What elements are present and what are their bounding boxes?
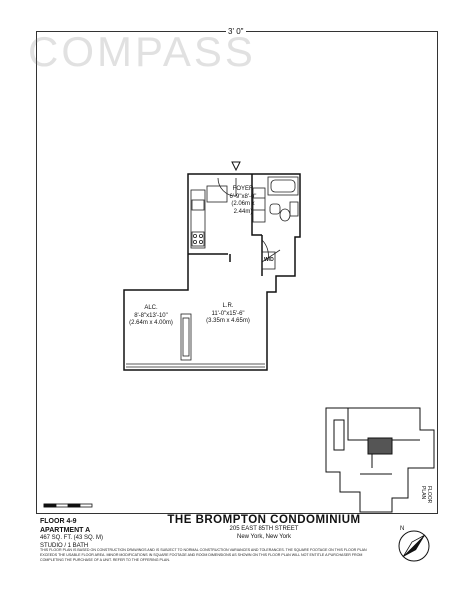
toilet [279,208,291,222]
foyer-label: FOYER 6'-9"x8'-0" (2.06m x 2.44m) [229,186,257,215]
entry-marker [231,161,241,172]
building-name: THE BROMPTON CONDOMINIUM [167,514,361,526]
bath-wall [251,174,262,236]
alcove-label: ALC. 8'-8"x13'-10" (2.64m x 4.00m) [129,305,173,326]
compass-watermark-logo: COMPASS [28,28,256,75]
building-address: 205 EAST 85TH STREET [229,526,299,532]
washer-dryer-closet [261,251,276,270]
north-compass-icon: N [398,526,430,562]
stove [191,231,205,247]
washer-dryer-label: W/D [264,257,274,263]
compass-north-label: N [400,526,404,532]
apartment-outline [123,173,301,371]
alcove-built-in [180,313,192,361]
bath-sink [269,203,281,215]
top-dimension: 3' 0" [226,27,246,36]
disclaimer-text: THIS FLOOR PLAN IS BASED ON CONSTRUCTION… [40,548,367,562]
key-plan [325,407,435,513]
title-block: FLOOR 4-9 APARTMENT A 467 SQ. FT. (43 SQ… [36,514,438,574]
sheet-code: FLOOR PLAN [420,486,432,504]
kitchen-counter [190,189,206,249]
living-room-label: L.R. 11'-0"x15'-6" (3.35m x 4.65m) [206,303,250,324]
unit-info: FLOOR 4-9 APARTMENT A 467 SQ. FT. (43 SQ… [40,517,103,551]
room-count: STUDIO / 1 BATH [40,542,89,549]
building-info: THE BROMPTON CONDOMINIUM 205 EAST 85TH S… [154,514,374,541]
apartment-name: APARTMENT A [40,527,91,535]
apartment-area: 467 SQ. FT. (43 SQ. M) [40,535,104,542]
bath-vanity [289,201,299,217]
scale-bar [43,503,93,508]
floor-number: FLOOR 4-9 [40,518,77,525]
sink [191,199,205,211]
foyer-closet [252,187,266,223]
building-city: New York, New York [236,533,292,540]
bathtub [267,176,299,196]
